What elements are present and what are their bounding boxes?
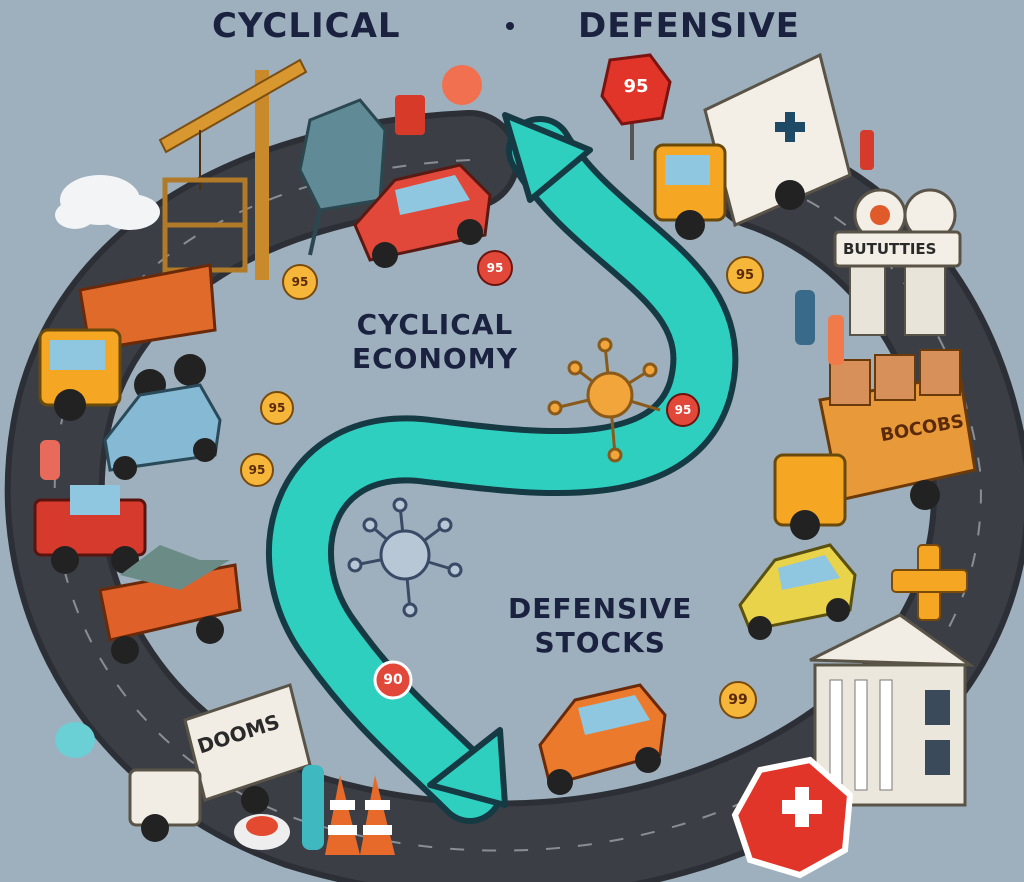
coin-b-label: 95 bbox=[486, 261, 504, 275]
stop-sign-top-label: 95 bbox=[623, 76, 649, 97]
health-sign bbox=[731, 756, 854, 879]
coin-b bbox=[477, 250, 513, 286]
plus-sign bbox=[891, 544, 968, 621]
ambulance-truck bbox=[653, 52, 852, 240]
utilities-label: BUTUTTIES bbox=[843, 240, 937, 258]
cloud bbox=[55, 175, 160, 230]
coin-h bbox=[719, 681, 757, 719]
coin-a-label: 95 bbox=[291, 275, 309, 289]
box-truck-left bbox=[128, 683, 312, 842]
coin-h-label: 99 bbox=[728, 692, 748, 708]
goods-truck bbox=[773, 349, 977, 540]
coin-f-label: 95 bbox=[674, 403, 692, 417]
red-bottle bbox=[860, 130, 874, 170]
orange-bottle bbox=[828, 315, 844, 365]
traffic-cones bbox=[302, 765, 395, 855]
coin-e bbox=[240, 453, 274, 487]
red-ball bbox=[442, 65, 482, 105]
header-right-title: DEFENSIVE bbox=[578, 6, 801, 46]
yellow-car bbox=[738, 543, 857, 640]
cyclical-economy-label: CYCLICAL ECONOMY bbox=[352, 308, 518, 376]
defensive-stocks-label: DEFENSIVE STOCKS bbox=[508, 592, 692, 660]
coin-a bbox=[282, 264, 318, 300]
coin-g bbox=[373, 660, 413, 700]
stop-sign-top bbox=[600, 53, 672, 160]
red-car bbox=[353, 163, 492, 268]
cycle-arrow bbox=[266, 112, 739, 824]
defensive-stocks-line1: DEFENSIVE bbox=[508, 592, 693, 625]
header-separator-dot bbox=[506, 22, 514, 30]
small-jar bbox=[40, 440, 60, 480]
coin-d bbox=[260, 391, 294, 425]
round-button bbox=[234, 814, 290, 850]
coin-f bbox=[666, 393, 700, 427]
debris-truck bbox=[98, 545, 242, 664]
blue-bottle bbox=[795, 290, 815, 345]
molecule-blue bbox=[347, 497, 463, 618]
orange-car bbox=[538, 683, 667, 795]
teal-drop bbox=[55, 722, 95, 758]
coin-c-label: 95 bbox=[735, 268, 755, 283]
coin-c bbox=[726, 256, 764, 294]
header-left-title: CYCLICAL bbox=[212, 6, 401, 46]
red-bag bbox=[395, 95, 425, 135]
molecule-orange bbox=[547, 337, 661, 463]
bank-building bbox=[809, 613, 975, 807]
defensive-stocks-line2: STOCKS bbox=[534, 626, 666, 659]
utilities-plant bbox=[833, 188, 962, 336]
cyclical-economy-line2: ECONOMY bbox=[352, 342, 518, 375]
dump-truck bbox=[38, 263, 217, 421]
coin-g-label: 90 bbox=[383, 672, 403, 688]
blue-car bbox=[103, 383, 222, 480]
coin-e-label: 95 bbox=[248, 463, 266, 477]
coin-d-label: 95 bbox=[268, 401, 286, 415]
cyclical-economy-line1: CYCLICAL bbox=[356, 308, 514, 341]
